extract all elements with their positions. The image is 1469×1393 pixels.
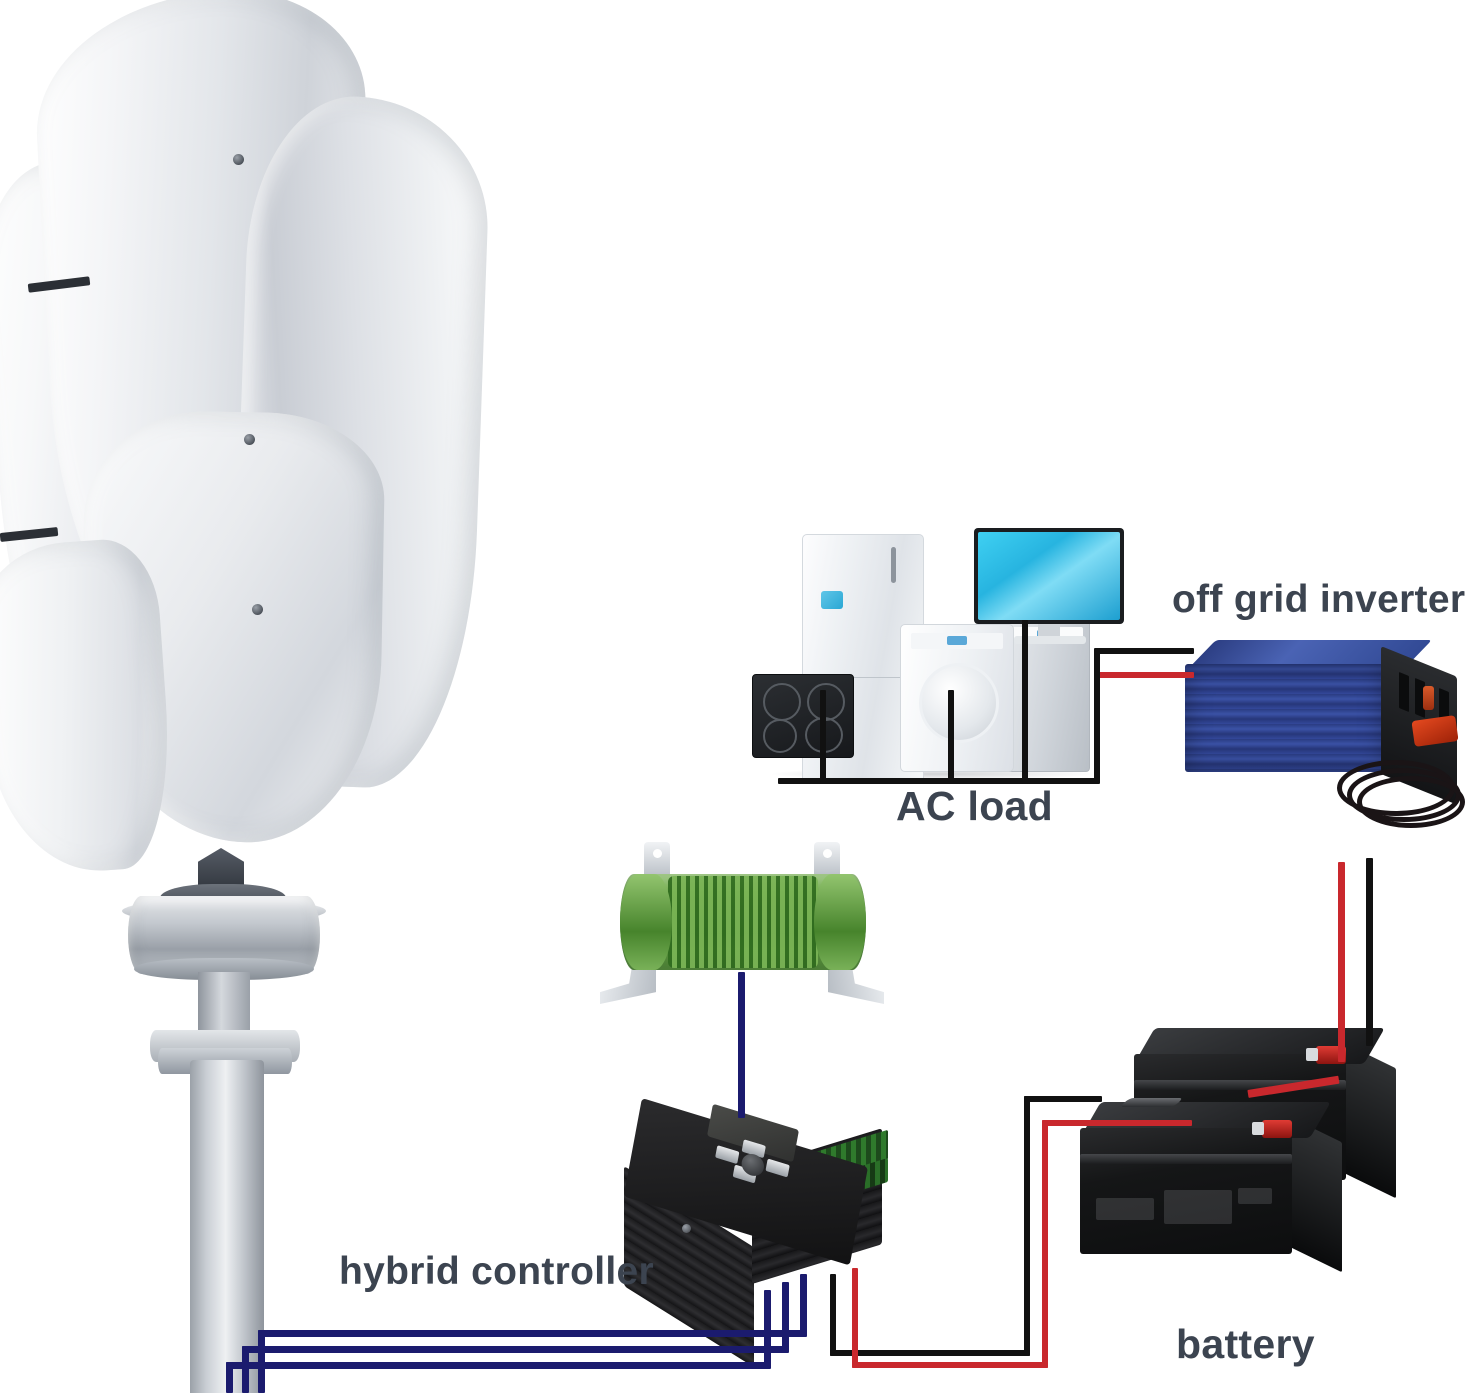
turbine-mast-pole (190, 1060, 264, 1393)
washer-display (947, 636, 967, 645)
inverter-cable-coil-3 (1357, 776, 1465, 828)
inverter-body (1185, 664, 1385, 772)
induction-cooktop-icon (752, 674, 854, 758)
battery-front-ridge (1080, 1154, 1292, 1164)
battery-rear-post (1306, 1048, 1318, 1061)
monitor-base (1014, 636, 1086, 644)
wire-ac-load-bus (778, 778, 1098, 784)
battery-rear-ridge (1134, 1080, 1346, 1090)
resistor-cap-left (620, 874, 672, 970)
wire-controller-battery-negative-top (1024, 1096, 1102, 1102)
generator-lower-flange (134, 958, 314, 980)
label-hybrid-controller: hybrid controller (339, 1250, 654, 1293)
controller-button-right[interactable] (765, 1158, 790, 1178)
wire-turbine-phase-2-riser (782, 1282, 789, 1352)
label-off-grid-inverter: off grid inverter (1172, 578, 1466, 621)
resistor-terminal-tab-right (814, 842, 840, 878)
battery-bank (1072, 1018, 1452, 1288)
wire-controller-battery-negative-drop (830, 1274, 836, 1356)
turbine-blade-lower-left (0, 536, 178, 878)
battery-rear-side (1342, 1042, 1396, 1199)
wire-ac-load-drop-live (1094, 648, 1100, 784)
monitor-stand (1038, 624, 1060, 638)
cooktop-burner-1 (763, 683, 801, 721)
monitor-screen (978, 532, 1120, 620)
hybrid-controller (623, 1098, 924, 1368)
off-grid-inverter (1185, 640, 1465, 828)
battery-front-label-2 (1164, 1190, 1232, 1224)
wire-turbine-phase-1-run (258, 1330, 807, 1337)
wire-resistor-to-controller (738, 972, 745, 1118)
wire-inverter-to-ac-load-live (1098, 648, 1194, 654)
battery-front-label-3 (1238, 1188, 1272, 1204)
wire-turbine-phase-3-drop (226, 1362, 233, 1393)
generator-shaft (198, 972, 250, 1034)
wire-ac-load-tap-monitor (1022, 620, 1028, 784)
washing-machine-icon (900, 624, 1014, 772)
wire-controller-battery-negative-run (830, 1350, 1030, 1356)
wire-turbine-phase-3-riser (764, 1290, 771, 1368)
wire-turbine-phase-2-run (242, 1346, 789, 1353)
wire-inverter-to-ac-load-neutral (1098, 672, 1194, 678)
wire-ac-load-tap-washer (948, 690, 954, 782)
wire-controller-battery-positive-drop (852, 1268, 858, 1368)
cooktop-burner-3 (763, 719, 797, 753)
battery-front (1080, 1098, 1342, 1282)
battery-front-case (1080, 1128, 1292, 1254)
controller-screw (682, 1224, 691, 1233)
battery-front-side (1288, 1116, 1342, 1273)
battery-front-post (1252, 1122, 1264, 1135)
wire-controller-battery-positive-run (852, 1362, 1048, 1368)
wire-turbine-phase-3-run (226, 1362, 771, 1369)
wire-turbine-phase-1-drop (258, 1330, 265, 1393)
label-ac-load: AC load (896, 783, 1053, 829)
battery-front-handle (1119, 1098, 1184, 1107)
wire-controller-battery-positive-top (1042, 1120, 1192, 1126)
dump-load-resistor (592, 842, 892, 1016)
wire-inverter-to-battery-positive (1338, 862, 1345, 1062)
wind-turbine (0, 0, 492, 902)
inverter-switch[interactable] (1423, 686, 1434, 710)
wire-turbine-phase-2-drop (242, 1346, 249, 1393)
label-battery: battery (1176, 1321, 1315, 1367)
turbine-bolt-upper (233, 154, 244, 165)
washer-door (919, 663, 999, 743)
dishwasher-icon (1000, 620, 1090, 772)
refrigerator-handle (891, 547, 896, 583)
turbine-bolt-lower (252, 604, 263, 615)
controller-button-left[interactable] (715, 1145, 740, 1165)
wire-controller-battery-negative-rise (1024, 1096, 1030, 1356)
wire-inverter-to-battery-negative (1366, 858, 1373, 1046)
wire-turbine-phase-1-riser (800, 1274, 807, 1336)
refrigerator-sticker (821, 591, 843, 609)
resistor-terminal-tab-left (644, 842, 670, 878)
wire-controller-battery-positive-rise (1042, 1120, 1048, 1368)
battery-front-label-1 (1096, 1198, 1154, 1220)
inverter-vent-1 (1399, 671, 1409, 713)
resistor-winding (668, 876, 818, 968)
cooktop-burner-2 (807, 683, 845, 721)
resistor-cap-right (814, 874, 866, 970)
battery-front-positive-terminal (1262, 1120, 1292, 1138)
monitor-icon (974, 528, 1124, 624)
wire-ac-load-tap-cooktop (820, 690, 826, 782)
turbine-bolt-middle (244, 434, 255, 445)
ac-load-appliances (752, 528, 1124, 788)
